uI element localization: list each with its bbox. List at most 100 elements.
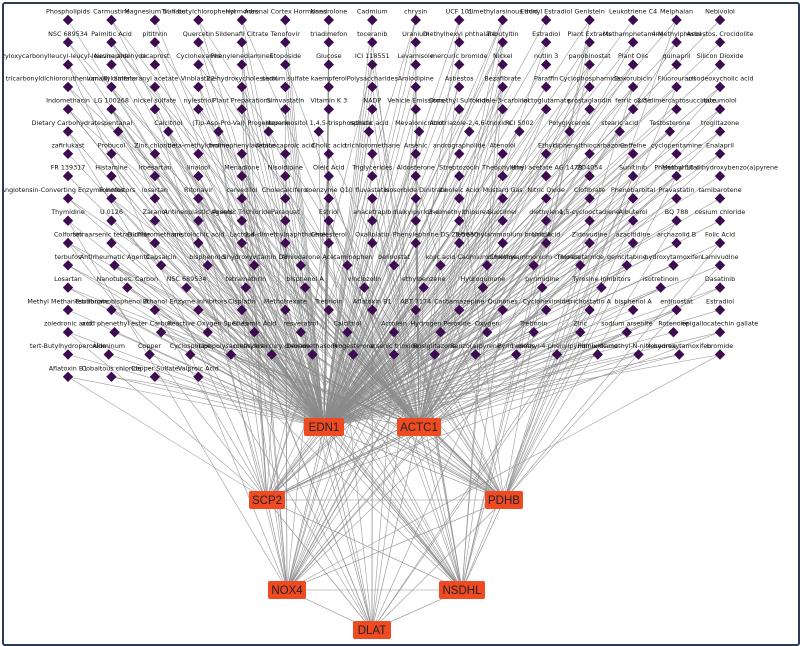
drug-node-uranyl-acetate[interactable]	[149, 81, 161, 93]
gene-node-dlat[interactable]: DLAT	[353, 621, 391, 639]
drug-node-vehicle-emissions[interactable]	[410, 104, 421, 115]
drug-node-n-methyl-n-nitrosourea[interactable]	[633, 349, 644, 360]
drug-node-ds-23-5630[interactable]	[454, 237, 465, 249]
drug-node-pyrimidine[interactable]	[536, 282, 548, 293]
drug-node-uric-acid[interactable]	[540, 237, 552, 249]
drug-node-cisplatin[interactable]	[236, 304, 248, 316]
drug-node-aminocaproic-acid[interactable]	[280, 148, 291, 159]
drug-node-sodium-arsenite[interactable]	[621, 327, 633, 338]
drug-node-4-hydroxytamoxifen[interactable]	[674, 349, 685, 360]
drug-node-isotretinoin[interactable]	[655, 282, 666, 293]
drug-node-vinclozolin[interactable]	[359, 282, 370, 293]
drug-node-tretinoin[interactable]	[323, 304, 334, 316]
drug-node-22-hydroxycholesterol[interactable]	[236, 81, 248, 93]
drug-node-pravastatin[interactable]	[671, 193, 682, 204]
drug-node-mercuric-bromide[interactable]	[454, 59, 465, 70]
drug-node-dichloromethane[interactable]	[149, 237, 161, 249]
drug-node-estriol[interactable]	[323, 215, 334, 226]
drug-node-3-dimethylthiourea[interactable]	[454, 215, 465, 226]
drug-node-rosiglitazone[interactable]	[429, 349, 440, 360]
drug-node-hydroxytamoxifen[interactable]	[668, 260, 679, 271]
drug-node-atenolol[interactable]	[497, 148, 508, 159]
drug-node-vitamin-k-3[interactable]	[323, 104, 334, 115]
drug-node-ethylbenzene[interactable]	[418, 282, 429, 293]
drug-node-nevirapine[interactable]	[106, 59, 117, 70]
drug-node-genistein[interactable]	[584, 14, 595, 26]
drug-node-carmustine[interactable]	[106, 14, 117, 26]
drug-node-diphenylthiocarbazone[interactable]	[584, 148, 595, 159]
drug-node-bezafibrate[interactable]	[497, 81, 508, 93]
drug-node-pirinixic-acid[interactable]	[592, 349, 603, 360]
drug-node-methylmercury-chloride[interactable]	[266, 349, 277, 360]
drug-node-ethyl-acetate-ag-1478[interactable]	[540, 170, 552, 182]
drug-node-fr-139317[interactable]	[62, 170, 74, 182]
drug-node-reactive-oxygen-species[interactable]	[202, 327, 213, 338]
drug-node-zafirlukast[interactable]	[62, 148, 74, 159]
drug-node-phenobarbital[interactable]	[627, 193, 639, 204]
drug-node-vinblastine[interactable]	[193, 81, 204, 93]
drug-node-kojic-acid[interactable]	[435, 260, 446, 271]
drug-node-acid-phenethyl-ester[interactable]	[109, 327, 120, 338]
gene-node-pdhb[interactable]: PDHB	[485, 491, 523, 509]
drug-node-cesium-chloride[interactable]	[714, 215, 726, 226]
drug-node-capsaicin[interactable]	[155, 260, 167, 271]
drug-node-lg-100268[interactable]	[106, 104, 117, 115]
drug-node-cyclophosphamide[interactable]	[584, 81, 595, 93]
drug-node-paraquat[interactable]	[280, 215, 291, 226]
drug-node-cholesterol[interactable]	[323, 237, 334, 249]
drug-node-troglitazone[interactable]	[714, 126, 726, 137]
drug-node-nanotubes-carbon[interactable]	[122, 282, 133, 293]
drug-node-bisphenol-s[interactable]	[202, 260, 213, 271]
drug-node-aldosterone[interactable]	[410, 170, 421, 182]
gene-node-nsdhl[interactable]: NSDHL	[439, 581, 485, 599]
drug-node-oxaliplatin[interactable]	[367, 237, 378, 249]
drug-node-zidovudine[interactable]	[584, 237, 595, 249]
drug-node-sildenafil-citrate[interactable]	[236, 37, 248, 48]
drug-node-epigallocatechin-gallate[interactable]	[714, 327, 726, 338]
drug-node-lactoglutamate[interactable]	[540, 104, 552, 115]
drug-node-nisoldipine[interactable]	[280, 170, 291, 182]
drug-node-ici-118551[interactable]	[367, 59, 378, 70]
drug-node-dietary-carbohydrates[interactable]	[62, 126, 74, 137]
drug-node-asbestos[interactable]	[454, 81, 465, 93]
drug-node-andrographolide[interactable]	[454, 148, 465, 159]
drug-node-nebivolol[interactable]	[714, 14, 726, 26]
drug-node-etoposide[interactable]	[280, 59, 291, 70]
drug-node-bisphenol-a[interactable]	[627, 304, 639, 316]
drug-node-irbesartan[interactable]	[149, 170, 161, 182]
drug-node-fluorouracil[interactable]	[671, 81, 682, 93]
drug-node-acetaminophen[interactable]	[342, 260, 353, 271]
drug-node-glutamic-acid[interactable]	[249, 327, 260, 338]
drug-node-lactose[interactable]	[236, 237, 248, 249]
drug-node-tri-n-butylchlorophenyl[interactable]	[193, 14, 204, 26]
drug-node-caffeine[interactable]	[627, 148, 639, 159]
drug-node-kaempferol[interactable]	[323, 81, 334, 93]
drug-node-isosorbide-dinitrate[interactable]	[410, 193, 421, 204]
drug-node-quinapril[interactable]	[671, 59, 682, 70]
drug-node-oxygen[interactable]	[481, 327, 493, 338]
drug-node-zinc-chloride[interactable]	[149, 148, 161, 159]
drug-node-panobinostat[interactable]	[584, 59, 595, 70]
drug-node-enzyme-inhibitors[interactable]	[193, 304, 204, 316]
drug-node-diethylhexyl-phthalate[interactable]	[454, 37, 465, 48]
drug-node-cadmium-chloride[interactable]	[481, 260, 493, 271]
drug-node-tamibarotene[interactable]	[714, 193, 726, 204]
drug-node-1-5-cyclooctadiene[interactable]	[584, 215, 595, 226]
drug-node-doxorubicin[interactable]	[627, 81, 639, 93]
drug-node-polysaccharides[interactable]	[367, 81, 378, 93]
drug-node-heparinositol-1-4-5-trisphosphate[interactable]	[313, 126, 324, 137]
drug-node-adrenal-cortex-hormones[interactable]	[280, 14, 291, 26]
drug-node-zoledronic-acid[interactable]	[62, 327, 74, 338]
drug-node-bucumolol[interactable]	[714, 104, 726, 115]
drug-node-ritonavir[interactable]	[193, 193, 204, 204]
drug-node-copper-sulfate[interactable]	[149, 371, 161, 382]
drug-node-terbufos[interactable]	[62, 260, 74, 271]
drug-node-lamivudine[interactable]	[714, 260, 726, 271]
drug-node-clofibrate[interactable]	[584, 193, 595, 204]
drug-node-aristolochic-acid[interactable]	[193, 237, 204, 249]
drug-node-dasatinib[interactable]	[714, 282, 726, 293]
drug-node-aluminum[interactable]	[103, 349, 114, 360]
drug-node-hydrogen-peroxide[interactable]	[435, 327, 446, 338]
drug-node-cholic-acid[interactable]	[323, 148, 334, 159]
drug-node-nitric-oxide[interactable]	[540, 193, 552, 204]
